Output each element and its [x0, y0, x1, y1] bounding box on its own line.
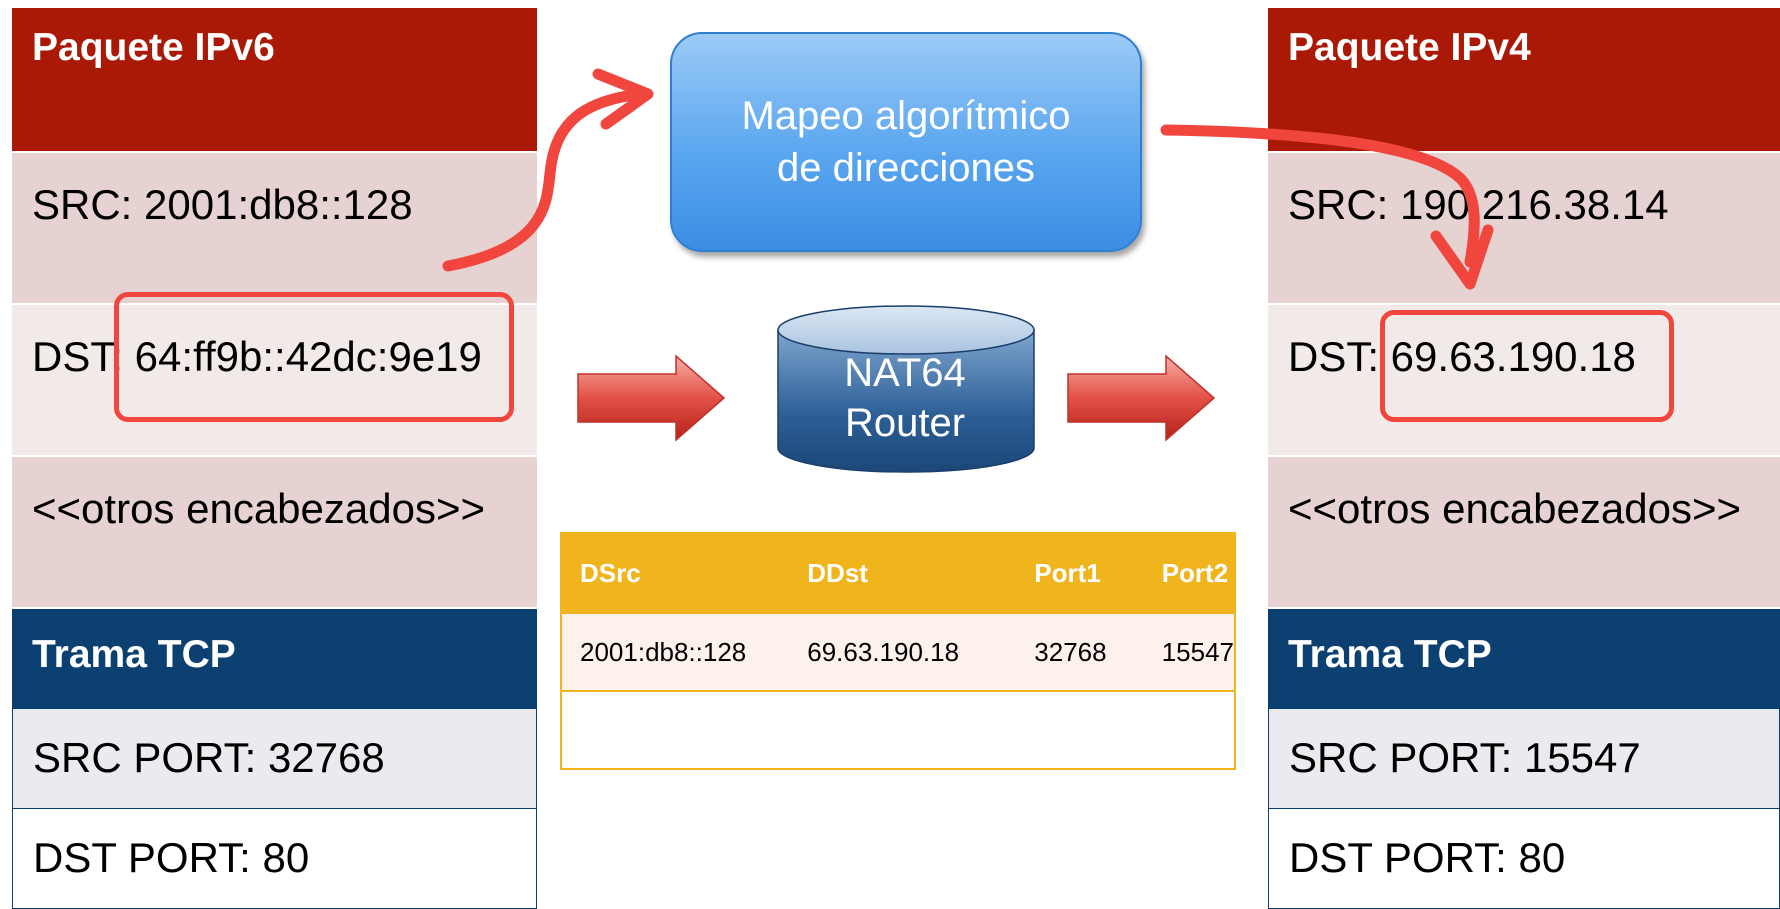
table-cell: 2001:db8::128	[561, 612, 790, 692]
ipv6-tcp-title: Trama TCP	[12, 609, 537, 709]
table-cell: 69.63.190.18	[789, 612, 1017, 692]
nat-table-header: DDst	[789, 533, 1017, 613]
ipv6-src-port: SRC PORT: 32768	[12, 709, 537, 809]
block-arrow-right	[1067, 354, 1216, 442]
ipv4-dst-port: DST PORT: 80	[1268, 809, 1780, 909]
table-cell: 15547	[1143, 612, 1235, 692]
table-cell: 32768	[1016, 612, 1144, 692]
mapping-line-1: Mapeo algorítmico	[741, 94, 1071, 138]
ipv4-src-port: SRC PORT: 15547	[1268, 709, 1780, 809]
address-mapping-box: Mapeo algorítmico de direcciones	[670, 32, 1142, 252]
mapping-line-2: de direcciones	[777, 146, 1035, 190]
ipv6-dst-highlight	[114, 292, 514, 422]
ipv4-tcp-title: Trama TCP	[1268, 609, 1780, 709]
ipv6-src-field: SRC: 2001:db8::128	[12, 153, 537, 305]
ipv6-dst-port: DST PORT: 80	[12, 809, 537, 909]
ipv4-dst-field: DST: 69.63.190.18	[1268, 305, 1780, 457]
ipv4-packet: Paquete IPv4 SRC: 190.216.38.14 DST: 69.…	[1268, 8, 1780, 909]
nat-table-header: Port1	[1016, 533, 1144, 613]
ipv4-packet-title: Paquete IPv4	[1268, 8, 1780, 153]
ipv6-packet: Paquete IPv6 SRC: 2001:db8::128 DST: 64:…	[12, 8, 537, 909]
ipv4-src-field: SRC: 190.216.38.14	[1268, 153, 1780, 305]
nat-table: DSrc DDst Port1 Port2 2001:db8::128 69.6…	[560, 532, 1236, 770]
ipv4-other-headers: <<otros encabezados>>	[1268, 457, 1780, 609]
ipv6-packet-title: Paquete IPv6	[12, 8, 537, 153]
nat-table-header: DSrc	[561, 533, 790, 613]
block-arrow-left	[577, 354, 726, 442]
table-row-empty	[561, 690, 1235, 770]
table-row: 2001:db8::128 69.63.190.18 32768 15547	[561, 612, 1235, 692]
ipv6-other-headers: <<otros encabezados>>	[12, 457, 537, 609]
ipv4-dst-highlight	[1380, 310, 1674, 422]
nat-table-header: Port2	[1143, 533, 1235, 613]
ipv6-dst-field: DST: 64:ff9b::42dc:9e19	[12, 305, 537, 457]
router-label: NAT64 Router	[844, 351, 966, 445]
nat-table-header-row: DSrc DDst Port1 Port2	[561, 533, 1235, 613]
